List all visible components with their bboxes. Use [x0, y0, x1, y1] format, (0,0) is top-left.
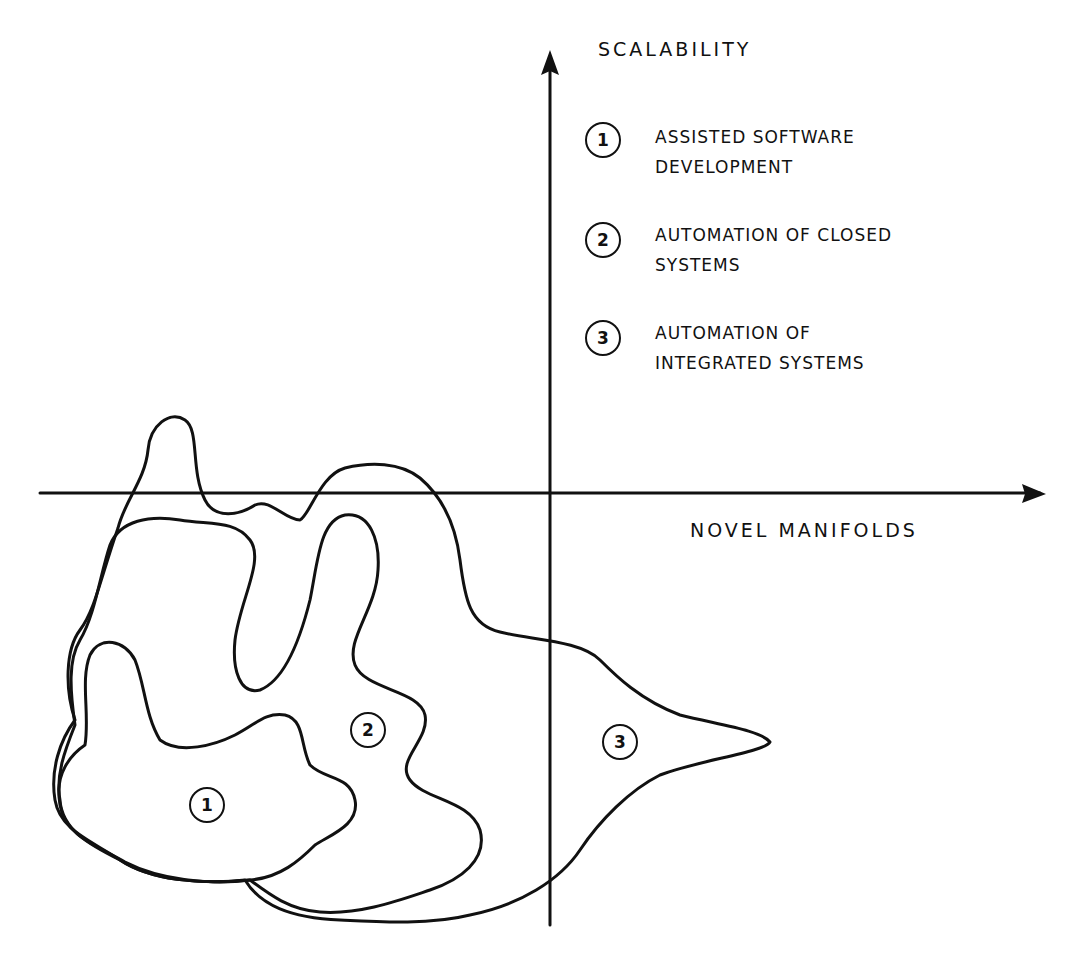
axis-label: NOVEL MANIFOLDS [690, 519, 918, 541]
legend-text: AUTOMATION OF INTEGRATED SYSTEMS [655, 318, 895, 378]
x-arrowhead [1022, 484, 1046, 503]
region-blob: 1 [52, 630, 362, 890]
legend-number: 1 [585, 122, 621, 158]
legend-number: 2 [585, 222, 621, 258]
blob-path [54, 417, 770, 922]
blob-path [59, 642, 356, 882]
blob-path [59, 515, 482, 913]
y-arrowhead [541, 50, 559, 75]
region-number: 2 [350, 712, 386, 748]
legend-number: 3 [585, 320, 621, 356]
x-axis [40, 492, 1040, 495]
legend-text: ASSISTED SOFTWARE DEVELOPMENT [655, 122, 895, 182]
legend-text: AUTOMATION OF CLOSED SYSTEMS [655, 220, 895, 280]
region-blob: 21 [50, 505, 490, 925]
blob-outline [52, 630, 362, 890]
region-number: 1 [189, 787, 225, 823]
region-blob: 321 [45, 405, 780, 930]
y-axis [549, 58, 552, 925]
region-number: 3 [602, 724, 638, 760]
axis-label: SCALABILITY [598, 38, 751, 60]
blob-outline [45, 405, 780, 930]
